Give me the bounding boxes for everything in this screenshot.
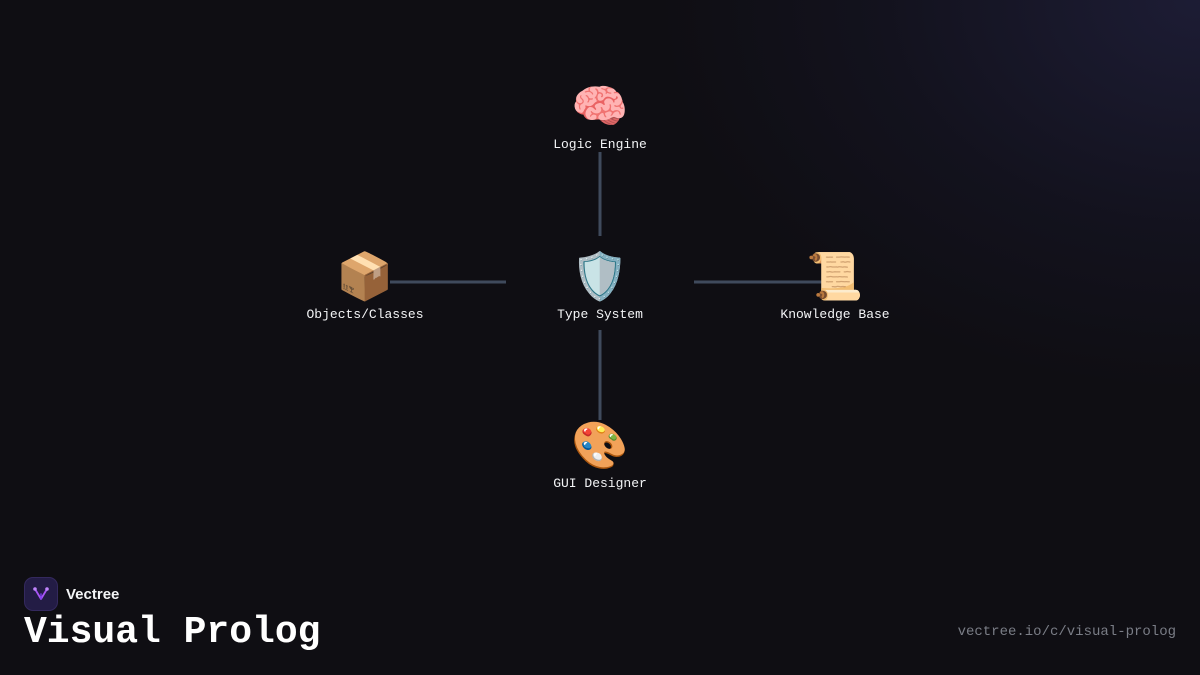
scroll-icon: 📜 bbox=[806, 249, 864, 303]
node-knowledge-base: 📜 Knowledge Base bbox=[735, 248, 935, 324]
node-label: Objects/Classes bbox=[306, 307, 424, 322]
package-icon: 📦 bbox=[336, 249, 394, 303]
node-label: Knowledge Base bbox=[780, 307, 890, 322]
node-logic-engine: 🧠 Logic Engine bbox=[500, 78, 700, 154]
brain-icon: 🧠 bbox=[571, 79, 629, 133]
node-label: Logic Engine bbox=[553, 137, 647, 152]
node-objects-classes: 📦 Objects/Classes bbox=[265, 248, 465, 324]
palette-icon: 🎨 bbox=[571, 418, 629, 472]
page-url: vectree.io/c/visual-prolog bbox=[957, 624, 1176, 640]
node-label: Type System bbox=[557, 307, 643, 322]
page-title: Visual Prolog bbox=[24, 611, 321, 654]
node-label: GUI Designer bbox=[553, 476, 647, 491]
brand-name: Vectree bbox=[66, 585, 120, 603]
shield-icon: 🛡️ bbox=[571, 249, 629, 303]
brand: Vectree bbox=[24, 577, 119, 611]
node-type-system: 🛡️ Type System bbox=[500, 248, 700, 324]
vectree-logo-icon bbox=[24, 577, 58, 611]
node-gui-designer: 🎨 GUI Designer bbox=[500, 417, 700, 493]
